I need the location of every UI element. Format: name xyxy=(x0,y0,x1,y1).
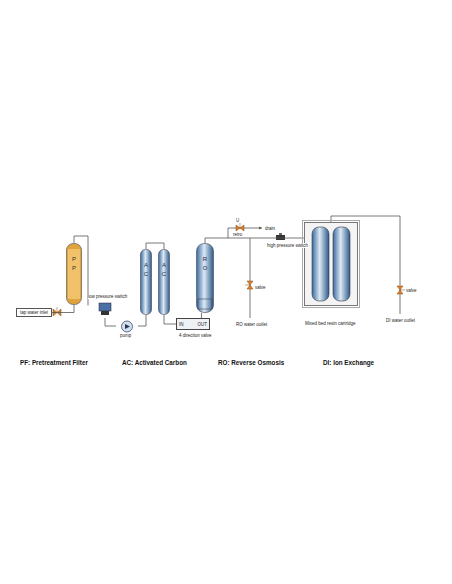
node-label: IN xyxy=(179,322,184,327)
legend-text: DI: Ion Exchange xyxy=(323,359,374,366)
pump-node: pump xyxy=(116,320,138,340)
drain-line xyxy=(228,228,262,238)
node-label: tap water inlet xyxy=(17,309,51,317)
node-label: A C xyxy=(143,261,149,279)
node-label: P P xyxy=(71,255,77,273)
legend-text: PF: Pretreatment Filter xyxy=(20,359,88,366)
vessel-shape xyxy=(140,249,152,315)
part-label: high pressure switch xyxy=(266,243,309,248)
legend-text: RO: Reverse Osmosis xyxy=(218,359,284,366)
legend-text: AC: Activated Carbon xyxy=(122,359,187,366)
box-node: tap water inlet xyxy=(16,308,52,317)
part-label: DI water outlet xyxy=(385,318,416,323)
node-label: OUT xyxy=(198,322,208,327)
pf-node: P P xyxy=(66,243,82,305)
pipe-connector xyxy=(146,243,164,249)
ac-node: A C xyxy=(158,249,170,315)
node-label: Mixed bed resin cartridge xyxy=(305,321,356,326)
dv-node: INOUT4 direction valve xyxy=(176,318,210,330)
pipe-connector xyxy=(52,305,74,313)
pipe-connector xyxy=(138,315,146,326)
pipe-connector xyxy=(105,318,116,326)
vessel-shape xyxy=(158,249,170,315)
mb-node: Mixed bed resin cartridge xyxy=(304,222,358,306)
pipe-connector xyxy=(164,315,176,324)
sw-node: low pressure switch xyxy=(88,293,122,318)
node-label: A C xyxy=(161,261,167,279)
part-label: valve xyxy=(254,285,267,290)
vessel-shape xyxy=(196,243,214,313)
part-label: drain xyxy=(264,226,276,231)
node-label: R O xyxy=(202,255,208,273)
vessel-shape xyxy=(66,243,82,305)
resin-cartridges xyxy=(304,222,358,306)
part-label: retro xyxy=(232,232,243,237)
part-label: RO water outlet xyxy=(235,322,268,327)
valve-symbol xyxy=(53,223,405,316)
ro-node: R O xyxy=(196,243,214,313)
part-label: valve xyxy=(405,288,418,293)
part-label: U xyxy=(235,218,240,223)
drain-arrow xyxy=(259,227,262,230)
high-pressure-switch xyxy=(276,233,285,240)
ac-node: A C xyxy=(140,249,152,315)
node-label: 4 direction valve xyxy=(179,333,212,338)
node-label: low pressure switch xyxy=(88,294,127,299)
node-label: pump xyxy=(120,333,131,338)
ro-outlet-line xyxy=(250,238,251,318)
di-outlet-line xyxy=(331,216,400,314)
